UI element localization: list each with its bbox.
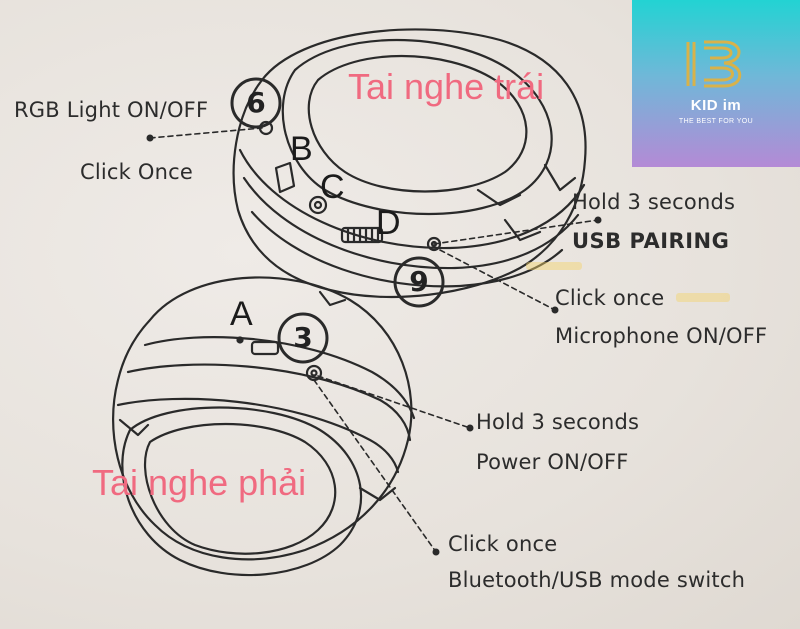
port-label-a: A xyxy=(230,295,253,333)
port-label-c: C xyxy=(320,168,345,206)
right-earbud-drawing xyxy=(112,276,416,577)
logo-brand-text: KID im xyxy=(690,97,742,114)
mode-click-label: Click once xyxy=(448,532,558,556)
right-earbud-label: Tai nghe phải xyxy=(92,462,307,503)
mode-switch-label: Bluetooth/USB mode switch xyxy=(448,568,746,592)
callout-number-9: 9 xyxy=(409,265,429,298)
leader-mic xyxy=(439,249,556,311)
mic-toggle-label: Microphone ON/OFF xyxy=(555,324,768,348)
mic-click-label: Click once xyxy=(555,286,665,310)
rgb-click-label: Click Once xyxy=(80,160,194,184)
power-hold-label: Hold 3 seconds xyxy=(476,410,640,434)
leader-rgb xyxy=(149,127,263,139)
port-label-d: D xyxy=(376,204,401,242)
left-earbud-label: Tai nghe trái xyxy=(348,66,545,107)
callout-number-6: 6 xyxy=(246,86,266,119)
callout-6-circle xyxy=(230,77,282,129)
leader-power xyxy=(317,375,471,429)
usb-pairing-label: USB PAIRING xyxy=(572,229,730,253)
left-earbud-drawing xyxy=(232,28,587,307)
highlight-marks xyxy=(526,262,730,302)
callout-9-circle xyxy=(393,256,445,308)
callout-3-circle xyxy=(277,312,329,364)
usb-hold-label: Hold 3 seconds xyxy=(572,190,736,214)
leader-mode xyxy=(313,379,437,553)
logo-tagline: THE BEST FOR YOU xyxy=(678,118,754,125)
brand-logo: KID im THE BEST FOR YOU xyxy=(632,0,800,167)
callout-number-3: 3 xyxy=(293,321,313,354)
port-label-b: B xyxy=(290,130,313,168)
rgb-light-label: RGB Light ON/OFF xyxy=(14,98,209,122)
power-toggle-label: Power ON/OFF xyxy=(476,450,629,474)
logo-mark-icon xyxy=(686,40,742,88)
leader-usb xyxy=(433,219,599,245)
